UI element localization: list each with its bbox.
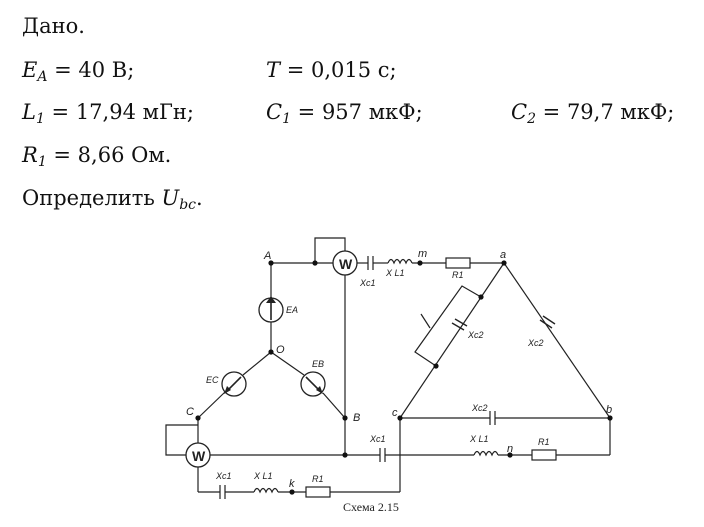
label-r1-top: R1 <box>452 270 464 280</box>
node-label-C: C <box>186 406 194 418</box>
label-xl1-top: X L1 <box>385 268 405 278</box>
node-label-a: a <box>500 249 506 261</box>
label-xc2-bottom: Xc2 <box>471 403 488 413</box>
node-label-k: k <box>289 478 295 490</box>
formula-l1: L1 = 17,94 мГн; <box>22 100 194 127</box>
emf-source-c <box>221 371 247 397</box>
formula-r1: R1 = 8,66 Ом. <box>22 143 172 170</box>
emf-source-b <box>300 371 326 397</box>
label-xl1-bottom: X L1 <box>253 471 273 481</box>
node-label-A: A <box>263 250 271 262</box>
label-r1-bottom: R1 <box>312 474 324 484</box>
emf-source-a <box>258 296 284 323</box>
label-emf-a: EA <box>286 305 298 315</box>
formula-c2: C2 = 79,7 мкФ; <box>511 100 675 127</box>
wattmeter-bottom: W <box>185 442 211 468</box>
node-label-c: c <box>392 407 398 419</box>
label-xc2-left: Xc2 <box>467 330 484 340</box>
svg-text:W: W <box>339 256 353 272</box>
label-emf-b: EB <box>312 359 324 369</box>
label-r1-mid: R1 <box>538 437 550 447</box>
diagram-caption: Схема 2.15 <box>343 500 399 514</box>
formula-t: T = 0,015 с; <box>266 58 397 82</box>
label-emf-c: EC <box>206 375 219 385</box>
label-xc1-top: Xc1 <box>359 278 376 288</box>
node-label-B: B <box>353 412 360 424</box>
node-label-O: O <box>276 344 285 356</box>
label-xc1-mid: Xc1 <box>369 434 386 444</box>
label-xl1-mid: X L1 <box>469 434 489 444</box>
node-label-m: m <box>418 248 427 260</box>
formula-ea: EA = 40 В; <box>22 58 135 85</box>
find-statement: Определить Ubc. <box>22 186 203 213</box>
wattmeter-top: W <box>332 250 358 276</box>
given-label: Дано. <box>22 14 85 38</box>
formula-c1: C1 = 957 мкФ; <box>266 100 423 127</box>
node-label-n: n <box>507 443 513 455</box>
label-xc2-right: Xc2 <box>527 338 544 348</box>
svg-text:W: W <box>192 448 206 464</box>
circuit-nodes <box>195 260 613 495</box>
label-xc1-bottom: Xc1 <box>215 471 232 481</box>
node-label-b: b <box>606 404 612 416</box>
